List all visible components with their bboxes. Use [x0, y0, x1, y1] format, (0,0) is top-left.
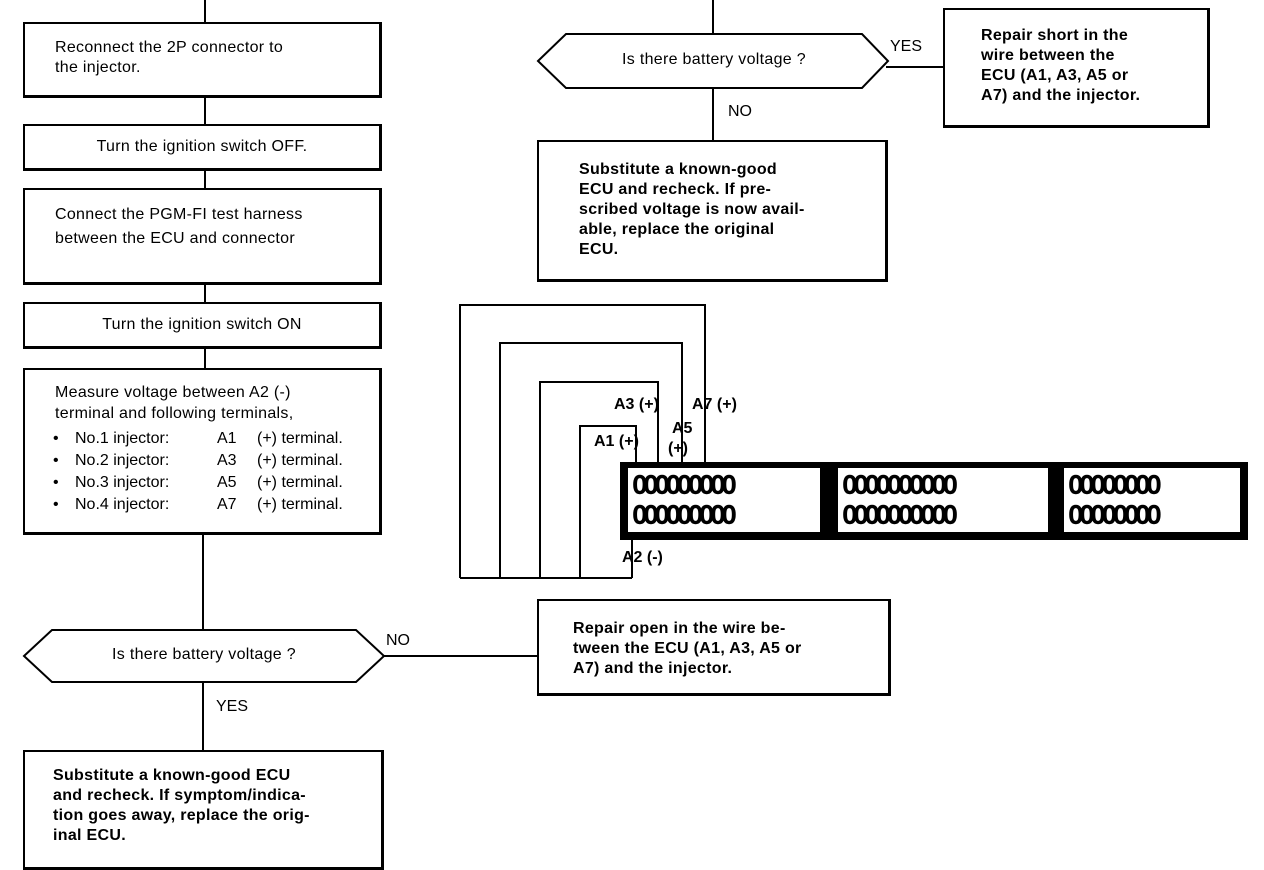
decision-left-yes-label: YES [216, 698, 249, 715]
step-connect-harness-box: Connect the PGM-FI test harness between … [23, 188, 382, 285]
pin-label-a5-sign: (+) [668, 440, 688, 457]
result-right-no-text: Substitute a known-good ECU and recheck.… [579, 161, 805, 258]
connector-block3-row2: OOOOOOOO [1068, 501, 1162, 531]
injector-terminal: A5 [217, 474, 237, 491]
bullet-icon: • [53, 452, 59, 469]
pin-label-a5: A5 [672, 420, 693, 437]
decision-right-no-label: NO [728, 103, 752, 120]
connector-block1-row1: OOOOOOOOO [632, 471, 737, 501]
injector-name: No.2 injector: [75, 452, 170, 469]
step-ignition-off-text: Turn the ignition switch OFF. [96, 138, 308, 155]
injector-sign: (+) terminal. [257, 452, 343, 469]
step-connect-harness-text: Connect the PGM-FI test harness between … [55, 206, 303, 247]
injector-sign: (+) terminal. [257, 496, 343, 513]
step-ignition-on-box: Turn the ignition switch ON [23, 302, 382, 349]
decision-right-text: Is there battery voltage ? [622, 51, 806, 68]
decision-shape-left [22, 629, 386, 683]
result-left-yes-text: Substitute a known-good ECU and recheck.… [53, 767, 310, 844]
measure-item: • No.4 injector: A7 (+) terminal. [53, 494, 343, 516]
bullet-icon: • [53, 474, 59, 491]
injector-terminal: A3 [217, 452, 237, 469]
pin-label-a2: A2 (-) [622, 549, 663, 566]
measure-intro-text: Measure voltage between A2 (-) terminal … [55, 384, 294, 422]
connector-block1-row2: OOOOOOOOO [632, 501, 737, 531]
step-reconnect-box: Reconnect the 2P connector to the inject… [23, 22, 382, 98]
step-ignition-on-text: Turn the ignition switch ON [102, 316, 302, 333]
bullet-icon: • [53, 430, 59, 447]
result-left-no-box: Repair open in the wire be- tween the EC… [537, 599, 891, 696]
connector-block2-row2: OOOOOOOOOO [842, 501, 958, 531]
decision-left-no-label: NO [386, 632, 410, 649]
connector-block3-row1: OOOOOOOO [1068, 471, 1162, 501]
step-ignition-off-box: Turn the ignition switch OFF. [23, 124, 382, 171]
result-right-yes-box: Repair short in the wire between the ECU… [943, 8, 1210, 128]
injector-name: No.1 injector: [75, 430, 170, 447]
injector-name: No.4 injector: [75, 496, 170, 513]
injector-terminal: A1 [217, 430, 237, 447]
result-left-yes-box: Substitute a known-good ECU and recheck.… [23, 750, 384, 870]
pin-label-a3: A3 (+) [614, 396, 659, 413]
result-right-yes-text: Repair short in the wire between the ECU… [981, 27, 1141, 104]
bullet-icon: • [53, 496, 59, 513]
decision-right-yes-label: YES [890, 38, 923, 55]
result-left-no-text: Repair open in the wire be- tween the EC… [573, 620, 802, 677]
measure-item: • No.1 injector: A1 (+) terminal. [53, 428, 343, 450]
result-right-no-box: Substitute a known-good ECU and recheck.… [537, 140, 888, 282]
decision-left-text: Is there battery voltage ? [112, 646, 296, 663]
pin-label-a7: A7 (+) [692, 396, 737, 413]
connector-block2-row1: OOOOOOOOOO [842, 471, 958, 501]
measure-item: • No.3 injector: A5 (+) terminal. [53, 472, 343, 494]
injector-sign: (+) terminal. [257, 474, 343, 491]
step-measure-box: Measure voltage between A2 (-) terminal … [23, 368, 382, 535]
injector-name: No.3 injector: [75, 474, 170, 491]
injector-sign: (+) terminal. [257, 430, 343, 447]
pin-label-a1: A1 (+) [594, 433, 639, 450]
step-reconnect-text: Reconnect the 2P connector to the inject… [55, 39, 284, 76]
decision-shape-right [536, 33, 890, 89]
injector-terminal: A7 [217, 496, 237, 513]
measure-item: • No.2 injector: A3 (+) terminal. [53, 450, 343, 472]
